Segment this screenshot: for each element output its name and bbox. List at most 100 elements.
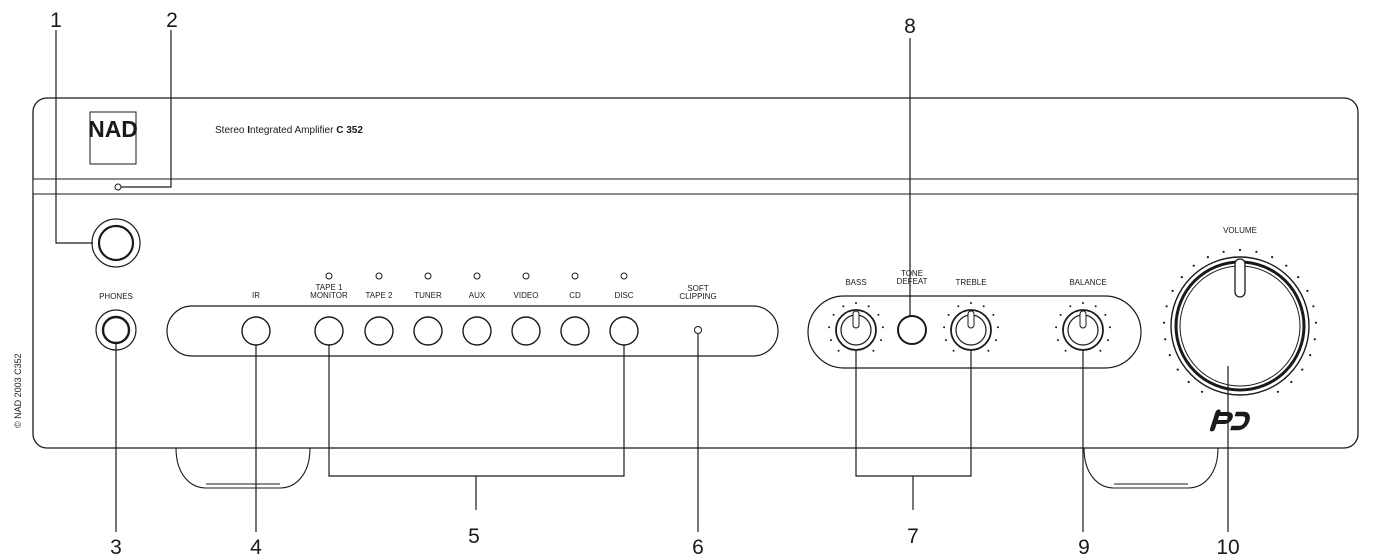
scale-dot — [945, 339, 947, 342]
callout-8: 8 — [904, 15, 916, 38]
disc-led — [620, 272, 628, 280]
phones-jack[interactable] — [101, 315, 131, 345]
scale-dot — [1180, 276, 1183, 279]
scale-dot — [1057, 339, 1059, 342]
nad-logo-box — [89, 111, 137, 165]
treble-knob[interactable] — [950, 309, 992, 351]
phones-label: PHONES — [99, 292, 133, 301]
video-led — [522, 272, 530, 280]
callout-5: 5 — [468, 525, 480, 548]
soft-clipping-label-a: SOFT — [687, 284, 708, 293]
balance-label: BALANCE — [1069, 278, 1106, 287]
model-i: I — [247, 125, 250, 136]
callout-7: 7 — [907, 525, 919, 548]
scale-dot — [992, 313, 995, 316]
scale-dot — [995, 339, 997, 342]
model-name: Stereo Integrated Amplifier C 352 — [215, 125, 363, 136]
scale-dot — [970, 302, 972, 304]
model-prefix: Stereo — [215, 125, 247, 136]
tape1-label-a: TAPE 1 — [316, 283, 344, 292]
disc-label: DISC — [614, 291, 633, 300]
model-number: C 352 — [336, 125, 363, 136]
cd-button[interactable] — [560, 316, 590, 346]
tuner-button[interactable] — [413, 316, 443, 346]
callout-9: 9 — [1078, 536, 1090, 559]
scale-dot — [842, 305, 845, 308]
scale-dot — [880, 339, 882, 342]
callout-1: 1 — [50, 9, 62, 32]
tone-defeat-button[interactable] — [897, 315, 927, 345]
disc-button[interactable] — [609, 316, 639, 346]
scale-dot — [1297, 276, 1300, 279]
scale-dot — [1055, 326, 1058, 329]
callout-6: 6 — [692, 536, 704, 559]
treble-label: TREBLE — [955, 278, 986, 287]
scale-dot — [1168, 354, 1171, 357]
scale-dot — [877, 313, 880, 316]
balance-scale — [1055, 302, 1111, 352]
scale-dot — [1108, 326, 1111, 329]
copyright: © NAD 2003 C352 — [13, 353, 23, 428]
power-button[interactable] — [97, 224, 135, 262]
scale-dot — [1163, 321, 1166, 324]
bass-label: BASS — [845, 278, 866, 287]
volume-knob[interactable] — [1170, 256, 1310, 396]
scale-dot — [943, 326, 946, 329]
scale-dot — [1306, 289, 1309, 292]
scale-dot — [872, 349, 875, 352]
scale-dot — [828, 326, 831, 329]
scale-dot — [1064, 349, 1067, 352]
chassis — [32, 97, 1359, 449]
tape2-button[interactable] — [364, 316, 394, 346]
callout-3: 3 — [110, 536, 122, 559]
bass-knob[interactable] — [835, 309, 877, 351]
aux-led — [473, 272, 481, 280]
scale-dot — [952, 349, 955, 352]
tuner-label: TUNER — [414, 291, 442, 300]
scale-dot — [1187, 380, 1190, 384]
scale-dot — [1176, 368, 1179, 371]
tape2-led — [375, 272, 383, 280]
scale-dot — [1301, 368, 1304, 371]
treble-scale — [943, 302, 999, 352]
scale-dot — [1313, 338, 1316, 341]
scale-dot — [1276, 390, 1280, 393]
scale-dot — [1099, 349, 1102, 352]
scale-dot — [1290, 380, 1293, 384]
scale-dot — [1222, 250, 1225, 253]
scale-dot — [1271, 256, 1274, 259]
soft-clipping-led — [694, 326, 702, 334]
callout-4: 4 — [250, 536, 262, 559]
standby-led — [114, 183, 122, 191]
pd-logo-icon — [1209, 409, 1250, 432]
video-label: VIDEO — [514, 291, 539, 300]
nad-logo: NAD — [88, 116, 138, 142]
scale-dot — [830, 339, 832, 342]
scale-dot — [957, 305, 960, 308]
foot-right — [1083, 447, 1219, 489]
bass-scale — [828, 302, 884, 352]
scale-dot — [881, 326, 884, 329]
scale-dot — [1206, 256, 1209, 259]
scale-dot — [867, 305, 870, 308]
callout-2: 2 — [166, 9, 178, 32]
scale-dot — [1094, 305, 1097, 308]
scale-dot — [982, 305, 985, 308]
scale-dot — [1107, 339, 1109, 342]
scale-dot — [837, 349, 840, 352]
aux-button[interactable] — [462, 316, 492, 346]
balance-knob[interactable] — [1062, 309, 1104, 351]
scale-dot — [1059, 313, 1062, 316]
scale-dot — [1200, 390, 1204, 393]
tape1-monitor-button[interactable] — [314, 316, 344, 346]
ir-label: IR — [252, 291, 260, 300]
scale-dot — [947, 313, 950, 316]
display-strip — [32, 178, 1359, 195]
scale-dot — [1165, 305, 1168, 308]
scale-dot — [855, 302, 857, 304]
scale-dot — [1192, 264, 1195, 267]
cd-led — [571, 272, 579, 280]
video-button[interactable] — [511, 316, 541, 346]
